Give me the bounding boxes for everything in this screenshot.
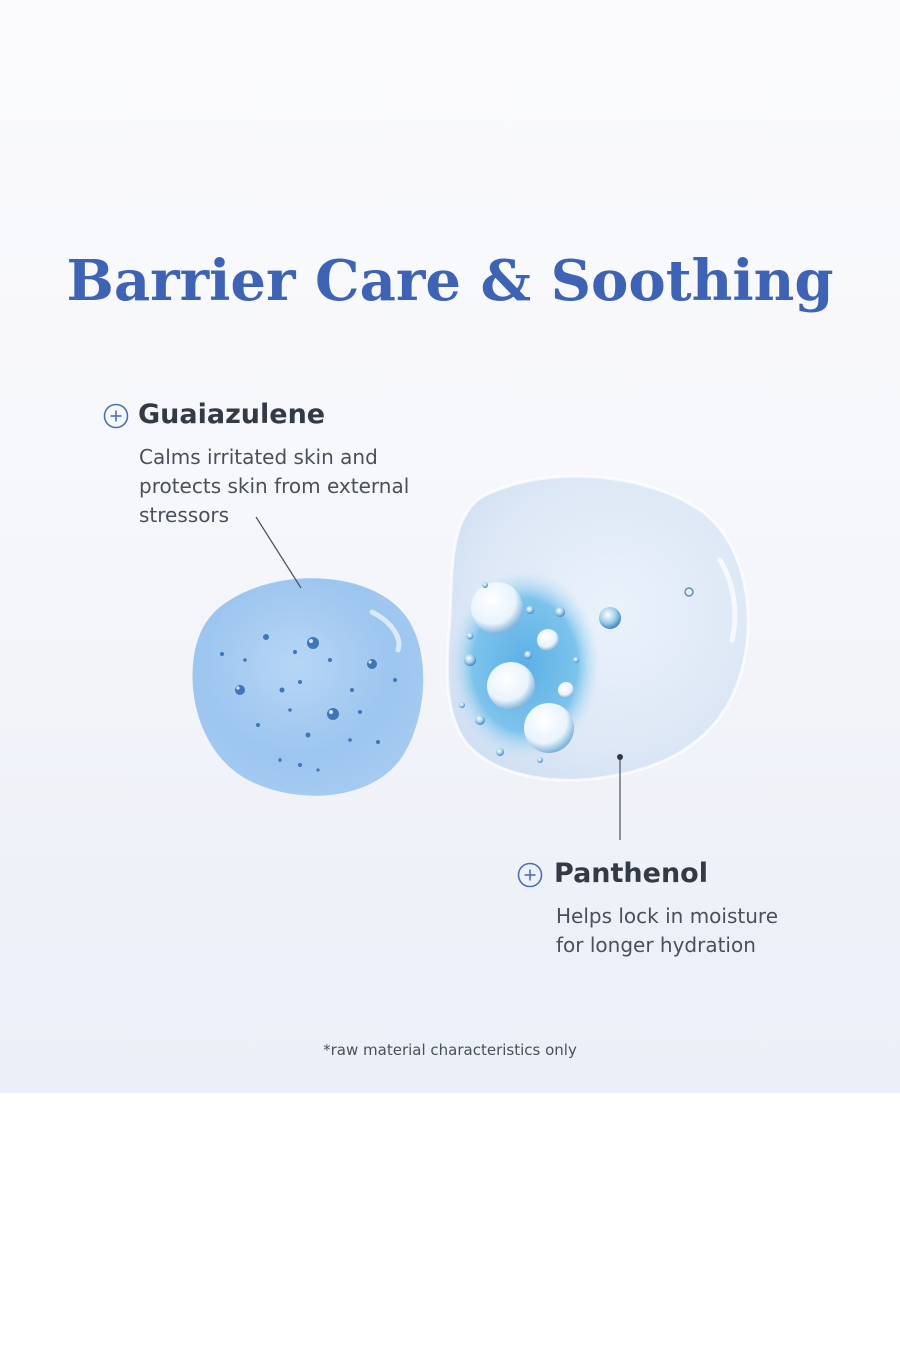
footnote: *raw material characteristics only xyxy=(323,1041,577,1059)
panthenol-leader-dot xyxy=(617,754,623,760)
plus-circle-icon xyxy=(103,403,129,429)
page-title: Barrier Care & Soothing xyxy=(66,248,834,314)
panthenol-drop xyxy=(445,474,750,782)
guaiazulene-description: Calms irritated skin and protects skin f… xyxy=(139,445,410,527)
texture-illustration xyxy=(192,474,750,840)
plus-circle-icon xyxy=(517,862,543,888)
guaiazulene-leader-line xyxy=(255,516,302,589)
guaiazulene-name: Guaiazulene xyxy=(138,399,326,430)
content-panel: Barrier Care & Soothing Guaiazulene Calm… xyxy=(0,0,900,1093)
panthenol-description: Helps lock in moisture for longer hydrat… xyxy=(556,904,778,957)
guaiazulene-drop xyxy=(192,578,424,796)
panthenol-name: Panthenol xyxy=(554,858,708,889)
